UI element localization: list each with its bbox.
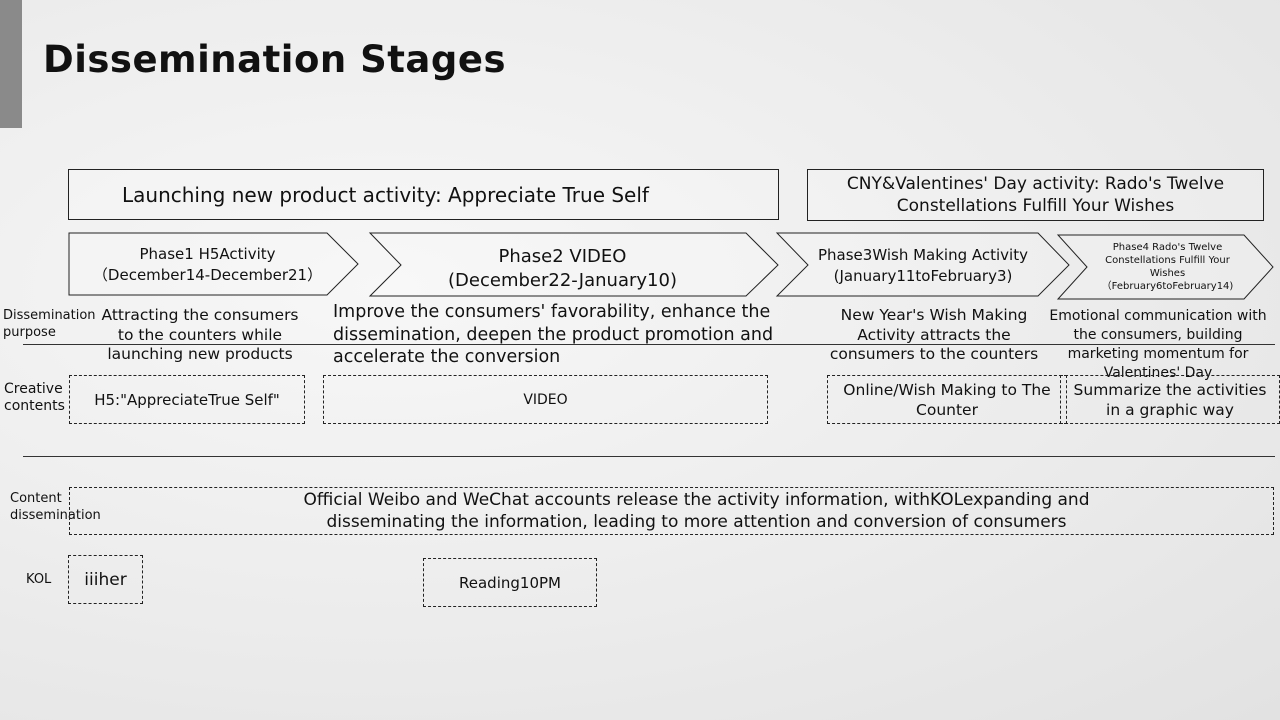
creative-graphic-label: Summarize the activities in a graphic wa…	[1073, 380, 1267, 419]
phase4-text: Phase4 Rado's Twelve Constellations Fulf…	[1090, 240, 1245, 294]
phase1-dates: （December14-December21）	[92, 266, 323, 284]
campaign-new-product-box: Launching new product activity: Apprecia…	[68, 169, 779, 220]
phase4-name: Phase4 Rado's Twelve Constellations Fulf…	[1105, 242, 1230, 279]
divider-purpose	[23, 344, 1275, 345]
creative-wish-box: Online/Wish Making to The Counter	[827, 375, 1067, 424]
phase2-text: Phase2 VIDEO (December22-January10)	[405, 244, 720, 294]
purpose-phase3: New Year's Wish Making Activity attracts…	[829, 306, 1039, 363]
creative-graphic-box: Summarize the activities in a graphic wa…	[1060, 375, 1280, 424]
phase1-name: Phase1 H5Activity	[139, 245, 276, 263]
creative-wish-label: Online/Wish Making to The Counter	[843, 380, 1051, 419]
phase2-name: Phase2 VIDEO	[498, 246, 627, 267]
purpose-phase2: Improve the consumers' favorability, enh…	[333, 302, 774, 367]
kol-iiiher-box: iiiher	[68, 555, 143, 604]
label-kol: KOL	[26, 572, 52, 587]
phase2-dates: (December22-January10)	[448, 270, 677, 291]
campaign-cny-valentines-box: CNY&Valentines' Day activity: Rado's Twe…	[807, 169, 1264, 221]
creative-h5-box: H5:"AppreciateTrue Self"	[69, 375, 305, 424]
phase3-name: Phase3Wish Making Activity	[818, 246, 1028, 264]
label-dissemination-purpose: Dissemination purpose	[3, 308, 96, 340]
creative-video-label: VIDEO	[523, 391, 568, 408]
purpose-phase4: Emotional communication with the consume…	[1049, 308, 1267, 381]
purpose-phase1: Attracting the consumers to the counters…	[101, 306, 299, 363]
phase4-dates: （February6toFebruary14)	[1101, 281, 1234, 292]
phase3-dates: (January11toFebruary3)	[833, 267, 1013, 285]
phase1-text: Phase1 H5Activity （December14-December21…	[80, 240, 335, 290]
divider-content	[23, 456, 1275, 457]
campaign-cny-valentines-label: CNY&Valentines' Day activity: Rado's Twe…	[846, 174, 1225, 216]
kol-iiiher-label: iiiher	[84, 569, 127, 590]
phase3-text: Phase3Wish Making Activity (January11toF…	[812, 236, 1034, 296]
slide-title: Dissemination Stages	[43, 38, 506, 81]
kol-reading10pm-label: Reading10PM	[459, 573, 561, 592]
accent-bar	[0, 0, 22, 128]
creative-video-box: VIDEO	[323, 375, 768, 424]
label-creative-contents: Creative contents	[4, 381, 65, 414]
content-dissemination-box: Official Weibo and WeChat accounts relea…	[69, 487, 1274, 535]
content-dissemination-text: Official Weibo and WeChat accounts relea…	[303, 490, 1090, 532]
kol-reading10pm-box: Reading10PM	[423, 558, 597, 607]
label-content-dissemination: Content dissemination	[10, 491, 101, 523]
creative-h5-label: H5:"AppreciateTrue Self"	[94, 390, 280, 409]
campaign-new-product-label: Launching new product activity: Apprecia…	[122, 182, 649, 207]
